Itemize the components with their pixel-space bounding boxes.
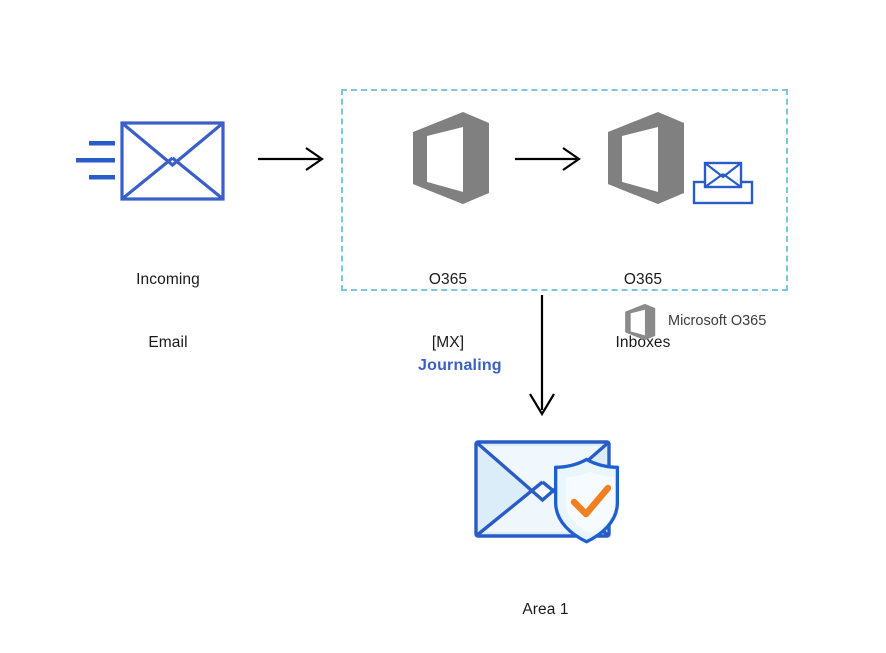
label-area1-email-security: Area 1 email security — [522, 601, 569, 618]
arrow-head — [529, 393, 555, 417]
office365-logo-icon — [625, 303, 656, 341]
speed-line-middle — [76, 158, 115, 163]
arrow-o365mx-to-inboxes — [515, 145, 585, 175]
legend-label-microsoft-o365: Microsoft O365 — [668, 313, 767, 329]
envelope-fold-right — [171, 156, 225, 201]
inbox-envelope-fold-right — [722, 173, 742, 188]
arrow-head — [305, 147, 324, 171]
speed-line-top — [89, 141, 115, 146]
envelope-shield-check-icon — [474, 440, 620, 544]
speed-line-bottom — [89, 175, 115, 180]
inbox-envelope-fold-left — [704, 173, 724, 188]
area1-envelope-flap-fill — [480, 446, 605, 498]
node-o365-mx — [405, 110, 491, 206]
o365-right-face — [644, 303, 656, 341]
area1-envelope-fold-left — [474, 480, 544, 538]
office365-logo-icon — [608, 112, 684, 204]
label-o365-inboxes: O365 Inboxes — [615, 271, 671, 351]
arrow-incoming-to-o365mx — [258, 145, 328, 175]
area1-shield-checkmark — [570, 484, 612, 518]
node-o365-inboxes — [600, 110, 686, 206]
envelope-with-speed-lines-icon — [76, 121, 225, 201]
arrow-journaling-to-area1 — [525, 295, 559, 420]
o365-bottom-wedge — [625, 331, 645, 341]
label-o365-mx: O365 [MX] — [428, 271, 468, 351]
node-area1-email-security — [470, 432, 635, 547]
o365-right-face — [658, 112, 684, 204]
o365-bottom-wedge — [608, 182, 658, 204]
arrow-head — [562, 147, 581, 171]
o365-right-face — [463, 112, 489, 204]
node-incoming-email — [72, 118, 227, 208]
office365-logo-icon — [413, 112, 489, 204]
o365-inner-page — [622, 127, 658, 192]
o365-bottom-wedge — [413, 182, 463, 204]
o365-boundary-box — [341, 89, 788, 291]
envelope-fold-left — [120, 156, 174, 201]
o365-inner-page — [427, 127, 463, 192]
label-incoming-email: Incoming Email — [136, 271, 200, 351]
inbox-tray-envelope-icon — [692, 160, 754, 206]
o365-inner-page — [630, 309, 645, 336]
inbox-envelope-flap — [704, 162, 742, 179]
envelope-flap — [120, 121, 225, 168]
edge-label-journaling: Journaling — [418, 357, 502, 374]
legend-o365-icon-wrap — [622, 303, 656, 341]
area1-shield-inner — [566, 471, 615, 533]
